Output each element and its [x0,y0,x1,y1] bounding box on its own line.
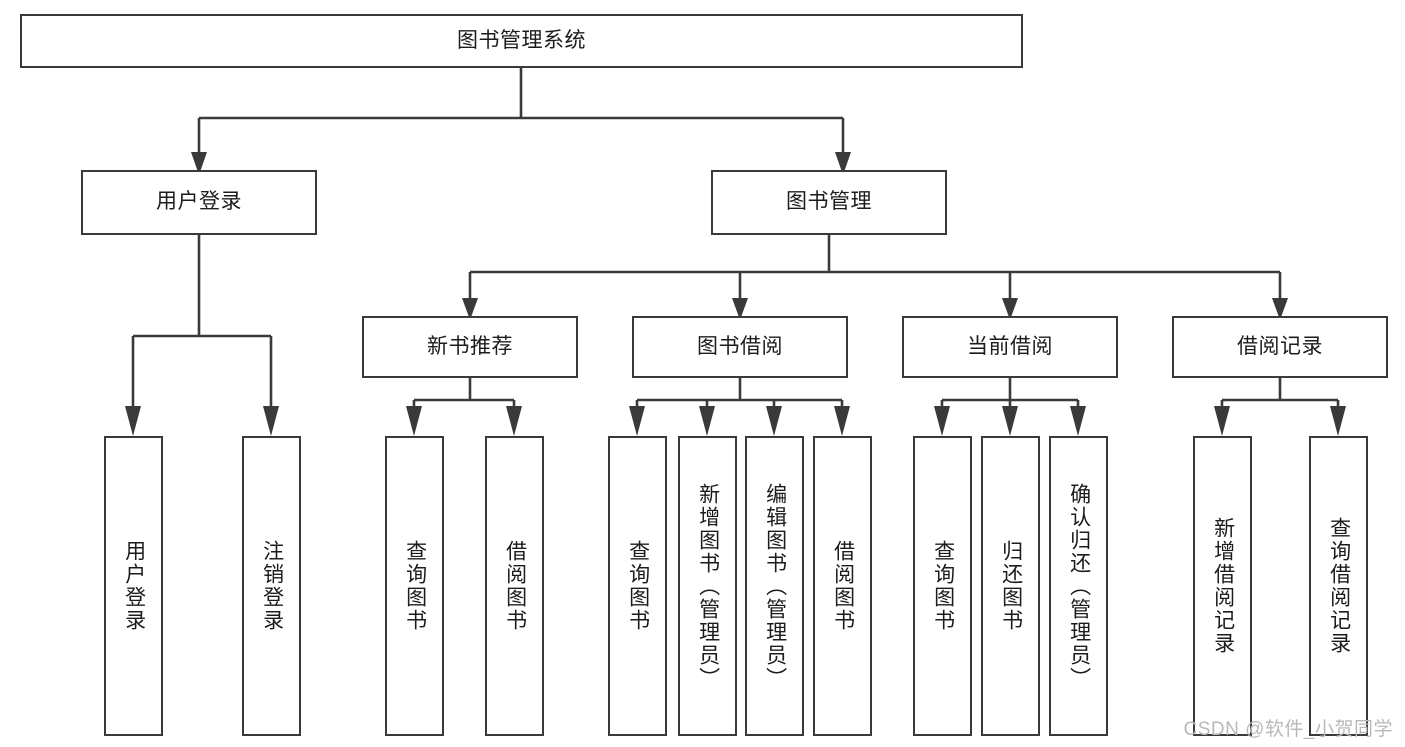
leaf-borrow-add-book-admin-label: 新增图书（管理员） [696,482,720,690]
leaf-current-return-book[interactable]: 归还图书 [981,436,1040,736]
leaf-logout[interactable]: 注销登录 [242,436,301,736]
node-new-book-recommend[interactable]: 新书推荐 [362,316,578,378]
leaf-recommend-query-book[interactable]: 查询图书 [385,436,444,736]
leaf-borrow-query-book[interactable]: 查询图书 [608,436,667,736]
watermark: CSDN @软件_小贺同学 [1183,719,1393,740]
leaf-records-query-record[interactable]: 查询借阅记录 [1309,436,1368,736]
leaf-borrow-edit-book-admin[interactable]: 编辑图书（管理员） [745,436,804,736]
node-book-management[interactable]: 图书管理 [711,170,947,235]
node-current-borrow-label: 当前借阅 [967,334,1053,358]
leaf-current-confirm-return-admin[interactable]: 确认归还（管理员） [1049,436,1108,736]
node-book-borrow[interactable]: 图书借阅 [632,316,848,378]
leaf-recommend-borrow-book-label: 借阅图书 [503,540,527,632]
leaf-recommend-borrow-book[interactable]: 借阅图书 [485,436,544,736]
node-user-login[interactable]: 用户登录 [81,170,317,235]
leaf-borrow-add-book-admin[interactable]: 新增图书（管理员） [678,436,737,736]
leaf-borrow-query-book-label: 查询图书 [626,540,650,632]
leaf-borrow-borrow-book[interactable]: 借阅图书 [813,436,872,736]
leaf-recommend-query-book-label: 查询图书 [403,540,427,632]
leaf-current-query-book-label: 查询图书 [931,540,955,632]
node-book-borrow-label: 图书借阅 [697,334,783,358]
node-current-borrow[interactable]: 当前借阅 [902,316,1118,378]
node-new-book-recommend-label: 新书推荐 [427,334,513,358]
leaf-user-login[interactable]: 用户登录 [104,436,163,736]
leaf-records-query-record-label: 查询借阅记录 [1327,517,1351,655]
node-root[interactable]: 图书管理系统 [20,14,1023,68]
node-borrow-records-label: 借阅记录 [1237,334,1323,358]
node-user-login-label: 用户登录 [156,190,242,214]
node-root-label: 图书管理系统 [457,28,586,52]
leaf-records-add-record[interactable]: 新增借阅记录 [1193,436,1252,736]
leaf-user-login-label: 用户登录 [122,540,146,632]
leaf-logout-label: 注销登录 [260,540,284,632]
node-book-management-label: 图书管理 [786,190,872,214]
leaf-current-confirm-return-admin-label: 确认归还（管理员） [1067,482,1091,690]
leaf-borrow-edit-book-admin-label: 编辑图书（管理员） [763,482,787,690]
leaf-current-return-book-label: 归还图书 [999,540,1023,632]
node-borrow-records[interactable]: 借阅记录 [1172,316,1388,378]
leaf-records-add-record-label: 新增借阅记录 [1211,517,1235,655]
leaf-borrow-borrow-book-label: 借阅图书 [831,540,855,632]
leaf-current-query-book[interactable]: 查询图书 [913,436,972,736]
